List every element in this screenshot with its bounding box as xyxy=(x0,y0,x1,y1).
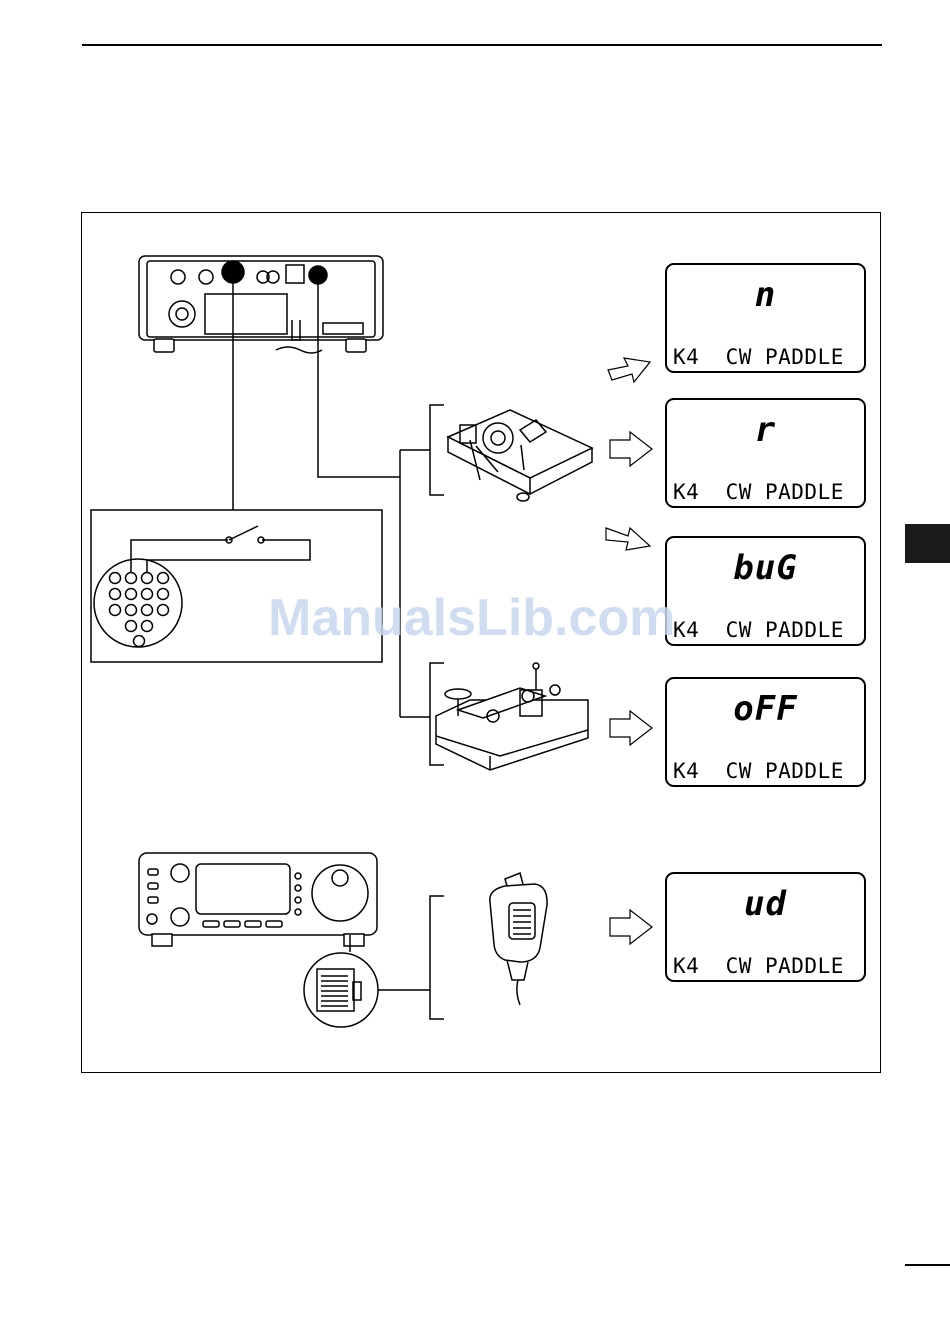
lcd-value: oFF xyxy=(667,689,864,729)
lcd-label: K4 CW PADDLE xyxy=(673,480,844,504)
arrow-icon xyxy=(606,358,652,944)
lcd-label: K4 CW PADDLE xyxy=(673,954,844,978)
lcd-label: K4 CW PADDLE xyxy=(673,345,844,369)
straight-key-icon xyxy=(436,663,588,770)
lcd-label: K4 CW PADDLE xyxy=(673,618,844,642)
lcd-display-bug: buG K4 CW PADDLE xyxy=(665,536,866,646)
lcd-display-updown: ud K4 CW PADDLE xyxy=(665,872,866,982)
lcd-value: r xyxy=(667,410,864,450)
lcd-label: K4 CW PADDLE xyxy=(673,759,844,783)
transceiver-rear-panel-icon xyxy=(139,256,383,353)
hand-microphone-icon xyxy=(490,873,547,1005)
lcd-value: buG xyxy=(667,548,864,588)
lcd-value: ud xyxy=(667,884,864,924)
paddle-key-icon xyxy=(448,410,592,501)
modular-jack-icon xyxy=(304,953,378,1027)
lcd-value: n xyxy=(667,275,864,315)
transceiver-front-icon xyxy=(139,853,377,952)
lcd-display-paddle-reverse: r K4 CW PADDLE xyxy=(665,398,866,508)
watermark: ManualsLib.com xyxy=(268,588,675,648)
lcd-display-paddle-normal: n K4 CW PADDLE xyxy=(665,263,866,373)
lcd-display-off: oFF K4 CW PADDLE xyxy=(665,677,866,787)
